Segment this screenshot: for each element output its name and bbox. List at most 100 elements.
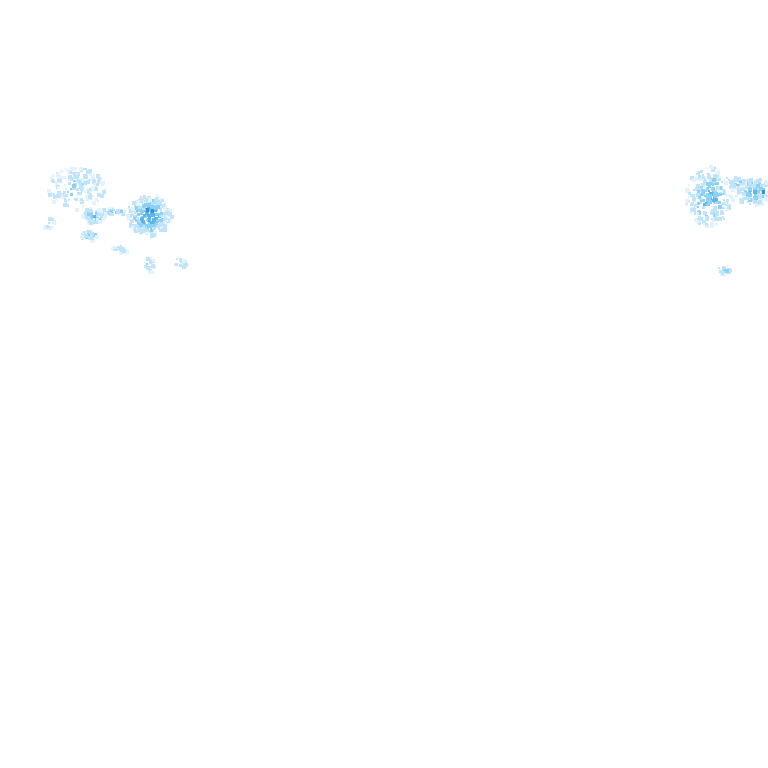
echo-pixel bbox=[55, 198, 57, 200]
echo-pixel bbox=[144, 262, 146, 264]
echo-pixel bbox=[711, 199, 714, 202]
echo-pixel bbox=[86, 170, 90, 174]
echo-pixel bbox=[81, 178, 85, 182]
echo-pixel bbox=[151, 264, 155, 268]
echo-pixel bbox=[694, 212, 697, 215]
echo-pixel bbox=[756, 190, 760, 194]
echo-pixel bbox=[121, 212, 125, 216]
echo-pixel bbox=[734, 176, 737, 179]
echo-pixel bbox=[84, 234, 88, 238]
echo-pixel bbox=[92, 238, 94, 240]
echo-cluster-right bbox=[685, 165, 768, 276]
echo-pixel bbox=[696, 212, 699, 215]
echo-pixel bbox=[155, 222, 158, 225]
echo-pixel bbox=[727, 271, 729, 273]
echo-pixel bbox=[123, 247, 125, 249]
echo-pixel bbox=[89, 194, 92, 197]
echo-pixel bbox=[702, 176, 705, 179]
echo-pixel bbox=[65, 194, 68, 197]
echo-pixel bbox=[160, 229, 163, 232]
echo-pixel bbox=[150, 232, 153, 235]
echo-pixel bbox=[92, 201, 96, 205]
echo-pixel bbox=[139, 230, 143, 234]
echo-pixel bbox=[77, 192, 80, 195]
echo-pixel bbox=[84, 191, 86, 193]
echo-core bbox=[762, 190, 765, 194]
echo-pixel bbox=[742, 192, 746, 196]
echo-pixel bbox=[153, 224, 156, 227]
echo-pixel bbox=[155, 202, 159, 206]
echo-pixel bbox=[739, 198, 741, 200]
echo-pixel bbox=[136, 210, 138, 212]
echo-pixel bbox=[152, 218, 156, 222]
echo-pixel bbox=[703, 223, 705, 225]
echo-pixel bbox=[136, 217, 139, 220]
echo-pixel bbox=[718, 201, 721, 204]
echo-pixel bbox=[93, 173, 95, 175]
echo-pixel bbox=[57, 186, 60, 189]
echo-pixel bbox=[80, 198, 83, 201]
echo-pixel bbox=[739, 180, 742, 183]
echo-pixel bbox=[176, 258, 178, 260]
echo-pixel bbox=[70, 193, 73, 196]
echo-pixel bbox=[85, 208, 89, 212]
echo-pixel bbox=[748, 188, 752, 192]
echo-pixel bbox=[52, 175, 54, 177]
echo-pixel bbox=[716, 182, 719, 185]
echo-pixel bbox=[148, 222, 151, 225]
echo-pixel bbox=[741, 187, 745, 191]
echo-pixel bbox=[164, 202, 166, 204]
echo-pixel bbox=[156, 199, 159, 202]
echo-pixel bbox=[60, 170, 63, 173]
echo-pixel bbox=[726, 177, 728, 179]
echo-pixel bbox=[120, 210, 123, 213]
echo-pixel bbox=[754, 193, 758, 197]
echo-pixel bbox=[737, 177, 741, 181]
echo-pixel bbox=[75, 208, 79, 212]
echo-pixel bbox=[743, 179, 746, 182]
echo-pixel bbox=[730, 184, 734, 188]
echo-pixel bbox=[692, 208, 696, 212]
echo-pixel bbox=[707, 173, 710, 176]
echo-pixel bbox=[138, 208, 142, 212]
echo-pixel bbox=[85, 168, 87, 170]
echo-pixel bbox=[166, 208, 169, 211]
echo-pixel bbox=[67, 169, 69, 171]
echo-pixel bbox=[703, 203, 706, 206]
echo-pixel bbox=[753, 201, 756, 204]
echo-pixel bbox=[758, 200, 762, 204]
echo-pixel bbox=[96, 183, 99, 186]
echo-pixel bbox=[98, 178, 101, 181]
echo-pixel bbox=[93, 183, 97, 187]
echo-pixel bbox=[688, 184, 690, 186]
echo-pixel bbox=[720, 211, 724, 215]
echo-pixel bbox=[48, 222, 50, 224]
echo-pixel bbox=[729, 180, 733, 184]
echo-pixel bbox=[733, 179, 736, 182]
echo-pixel bbox=[160, 212, 163, 215]
echo-pixel bbox=[748, 183, 752, 187]
echo-pixel bbox=[145, 224, 148, 227]
echo-pixel bbox=[722, 216, 724, 218]
echo-pixel bbox=[149, 260, 153, 264]
echo-pixel bbox=[757, 188, 759, 190]
echo-pixel bbox=[723, 207, 725, 209]
echo-pixel bbox=[71, 167, 75, 171]
echo-pixel bbox=[102, 208, 106, 212]
echo-pixel bbox=[91, 229, 93, 231]
echo-pixel bbox=[132, 209, 134, 211]
echo-pixel bbox=[715, 216, 717, 218]
echo-pixel bbox=[163, 207, 167, 211]
echo-pixel bbox=[79, 185, 83, 189]
echo-pixel bbox=[63, 191, 66, 194]
echo-pixel bbox=[80, 235, 84, 239]
echo-pixel bbox=[722, 189, 725, 192]
echo-pixel bbox=[701, 189, 703, 191]
echo-pixel bbox=[705, 223, 708, 226]
echo-pixel bbox=[718, 170, 720, 172]
echo-pixel bbox=[714, 167, 716, 169]
echo-pixel bbox=[102, 190, 106, 194]
echo-pixel bbox=[125, 250, 129, 254]
echo-pixel bbox=[68, 179, 70, 181]
